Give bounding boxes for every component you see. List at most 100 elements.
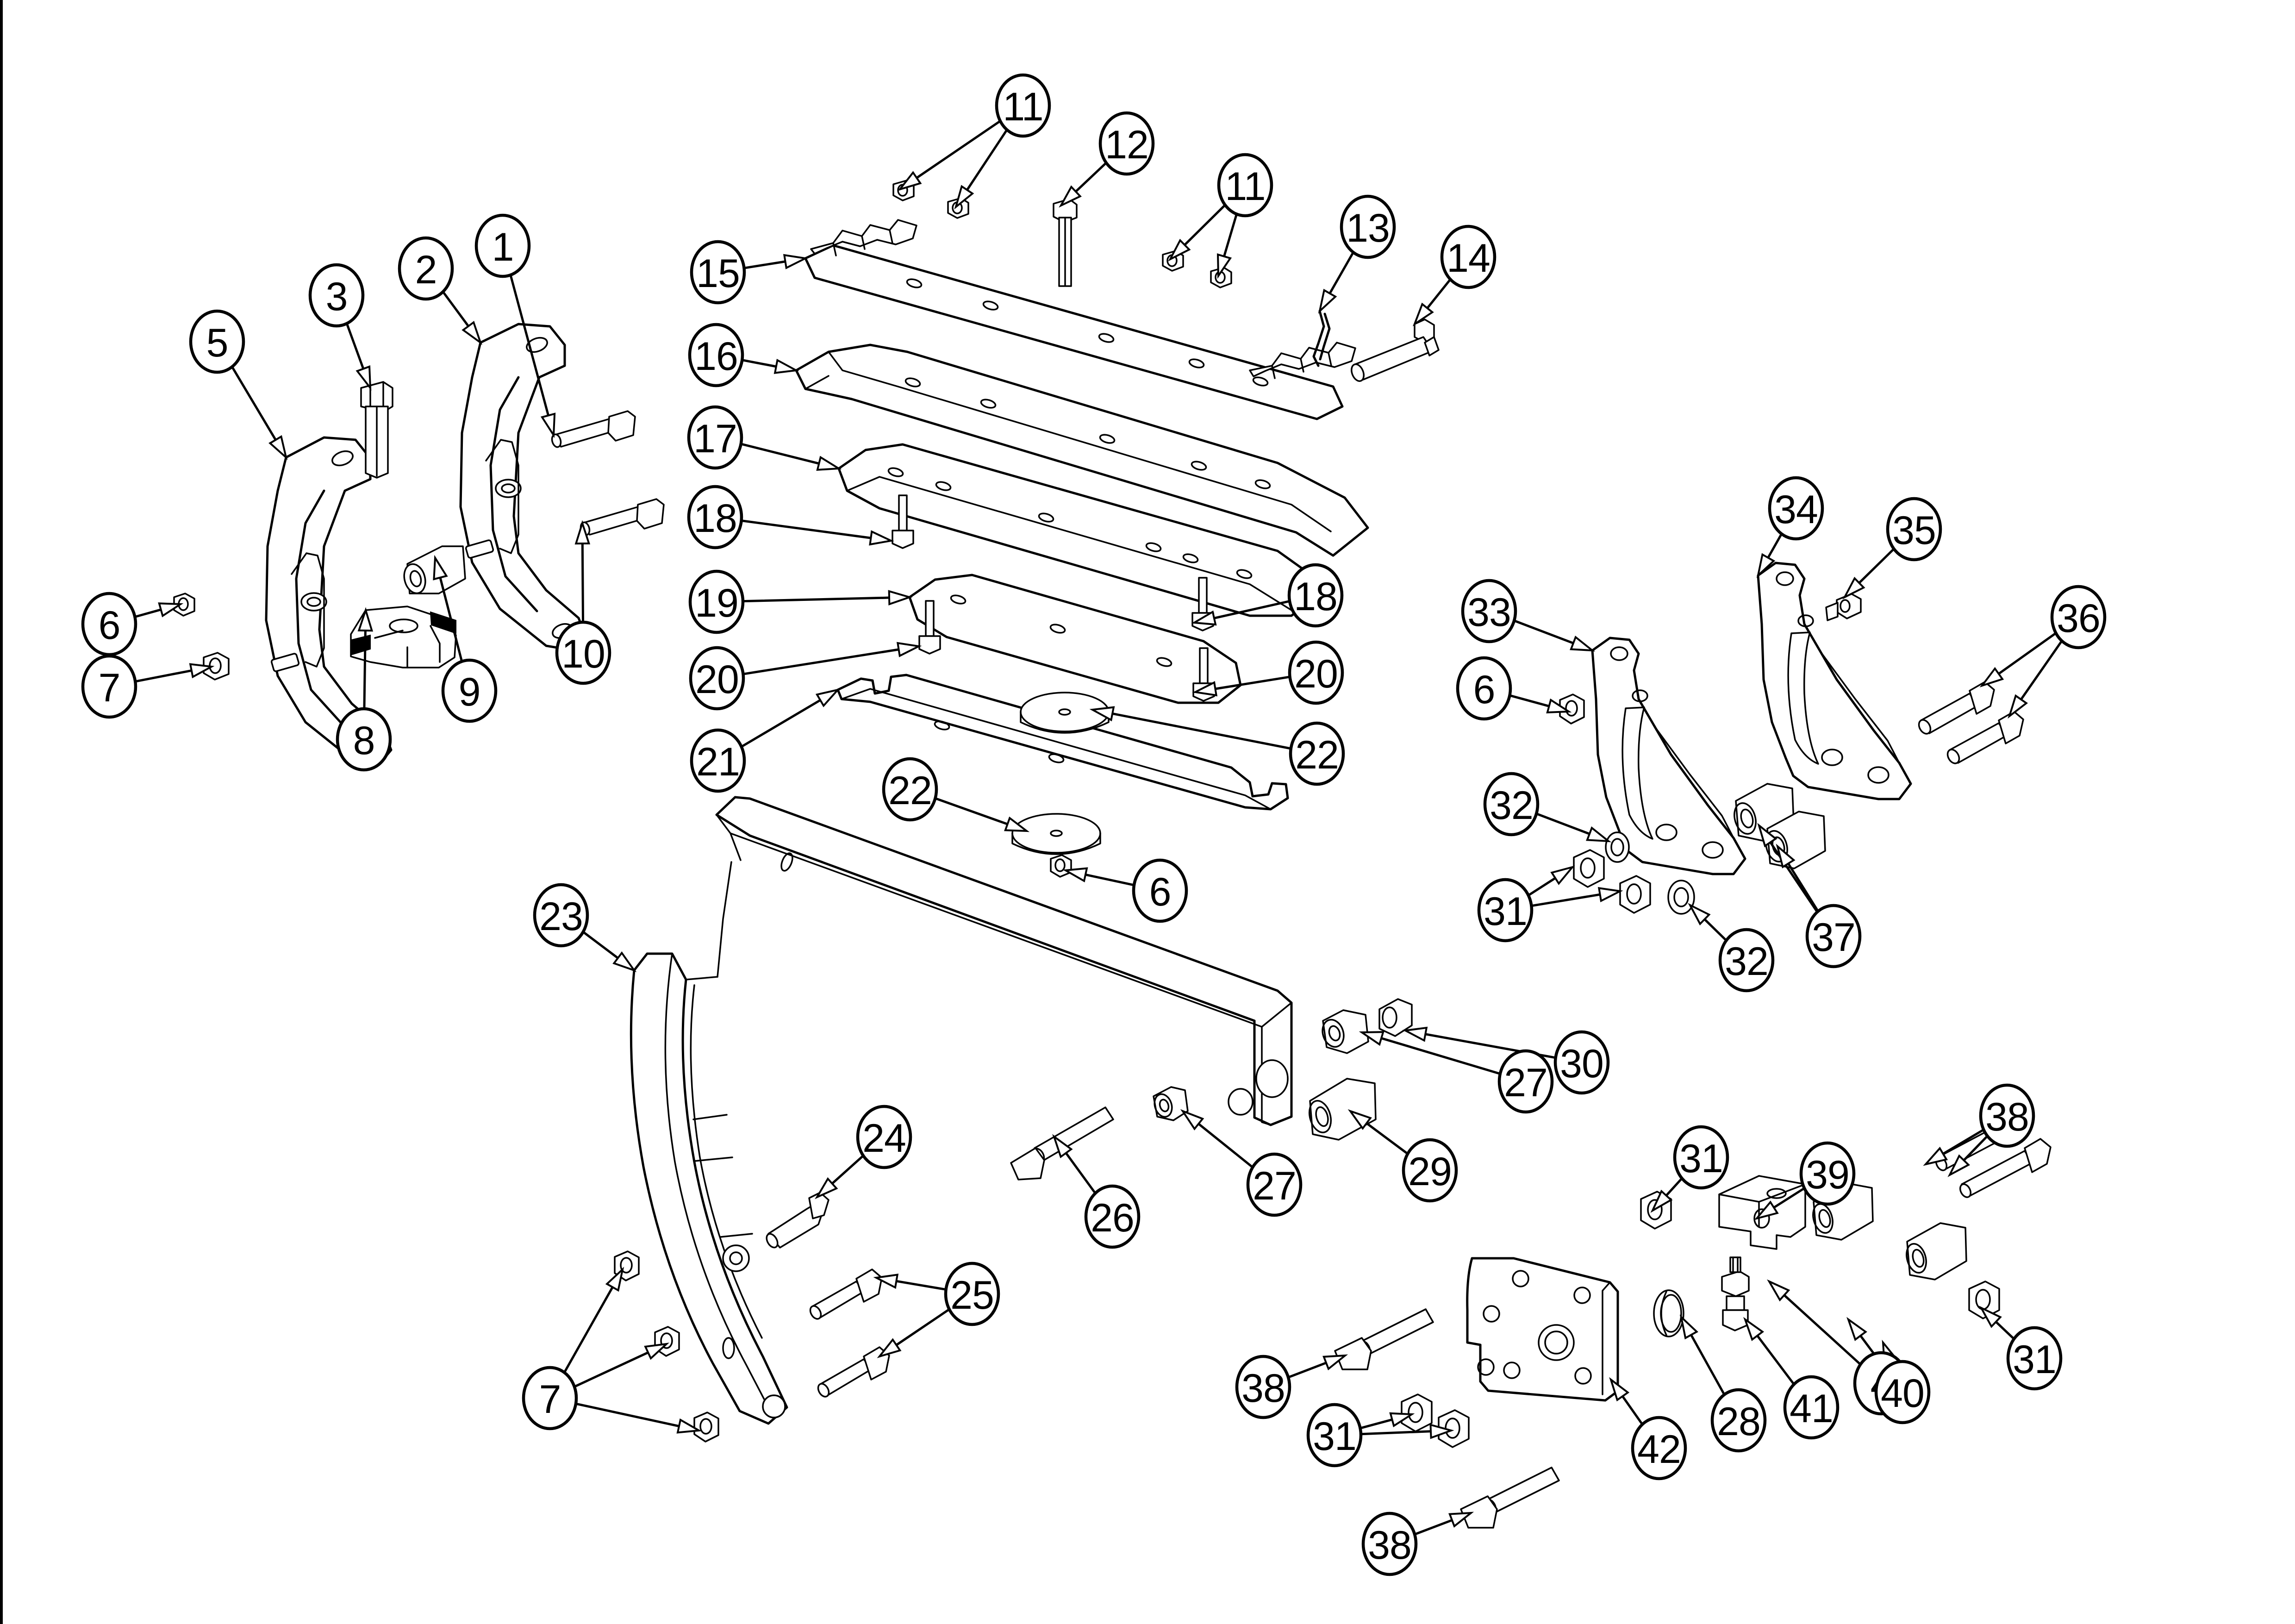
callout-bubble-27[interactable]: 27 (1246, 1152, 1303, 1217)
part-hex-bolt-long-12 (1053, 198, 1078, 287)
callout-number: 20 (1294, 652, 1338, 696)
callout-bubble-37[interactable]: 37 (1805, 904, 1862, 968)
leader-line (1074, 162, 1108, 193)
callout-bubble-7[interactable]: 7 (522, 1366, 578, 1430)
callout-circle (1805, 904, 1862, 968)
callout-bubble-38[interactable]: 38 (1235, 1355, 1291, 1419)
callout-bubble-6[interactable]: 6 (1132, 858, 1188, 923)
callout-bubble-6[interactable]: 6 (81, 592, 137, 656)
leader-line (1222, 212, 1238, 258)
callout-bubble-13[interactable]: 13 (1340, 194, 1396, 259)
callout-bubbles-layer: 1234566677891011121113141516171819182020… (81, 73, 2107, 1576)
callout-bubble-2[interactable]: 2 (398, 236, 454, 301)
callout-bubble-38[interactable]: 38 (1361, 1512, 1418, 1576)
callout-bubble-11[interactable]: 11 (995, 73, 1051, 138)
callout-circle (1783, 1375, 1840, 1440)
leader-line (581, 542, 585, 624)
callout-bubble-5[interactable]: 5 (189, 309, 245, 374)
callout-bubble-9[interactable]: 9 (441, 658, 498, 723)
leader-line (1535, 812, 1591, 835)
callout-number: 32 (1725, 939, 1768, 984)
callout-bubble-23[interactable]: 23 (533, 883, 589, 948)
leader-arrowhead (1754, 1200, 1779, 1220)
part-end-cover-plate-42 (1466, 1257, 1619, 1402)
part-hex-nut-31d (1401, 1393, 1433, 1432)
callout-bubble-6[interactable]: 6 (1456, 656, 1512, 721)
callout-bubble-31[interactable]: 31 (1306, 1403, 1363, 1468)
callout-number: 22 (888, 768, 932, 813)
part-carriage-bolt-18a (892, 494, 914, 549)
callout-circle (1084, 1184, 1141, 1249)
leader-arrowhead (1192, 681, 1218, 697)
callout-number: 36 (2057, 596, 2100, 641)
callout-bubble-1[interactable]: 1 (474, 213, 531, 278)
leader-arrowhead (1597, 887, 1623, 903)
callout-bubble-31[interactable]: 31 (1477, 878, 1534, 943)
callout-bubble-41[interactable]: 41 (1783, 1375, 1840, 1440)
callout-bubble-20[interactable]: 20 (1288, 640, 1344, 705)
callout-bubble-15[interactable]: 15 (690, 240, 746, 305)
callout-bubble-39[interactable]: 39 (1799, 1141, 1856, 1206)
callout-bubble-19[interactable]: 19 (688, 569, 745, 634)
leader-line (1365, 1122, 1409, 1155)
part-flanged-bushing-27a (1153, 1086, 1189, 1121)
callout-bubble-3[interactable]: 3 (308, 263, 365, 328)
callout-bubble-29[interactable]: 29 (1402, 1138, 1458, 1203)
part-flange-lock-nut-11d (1210, 267, 1232, 288)
part-hex-bolt-38b (1959, 1138, 2052, 1198)
callout-bubble-31[interactable]: 31 (2006, 1326, 2063, 1391)
callout-bubble-26[interactable]: 26 (1084, 1184, 1141, 1249)
callout-bubble-28[interactable]: 28 (1710, 1388, 1767, 1453)
callout-bubble-38[interactable]: 38 (1979, 1083, 2035, 1148)
callout-bubble-12[interactable]: 12 (1098, 111, 1155, 176)
callout-bubble-32[interactable]: 32 (1483, 772, 1540, 837)
callout-bubble-25[interactable]: 25 (944, 1262, 1000, 1326)
callout-circle (690, 728, 746, 793)
callout-number: 6 (99, 603, 120, 648)
callout-bubble-30[interactable]: 30 (1553, 1030, 1610, 1095)
callout-bubble-11[interactable]: 11 (1217, 153, 1273, 218)
callout-bubble-21[interactable]: 21 (690, 728, 746, 793)
leader-arrowhead (1359, 1031, 1384, 1046)
callout-bubble-18[interactable]: 18 (1287, 563, 1344, 628)
callout-bubble-22[interactable]: 22 (882, 757, 938, 822)
callout-bubble-31[interactable]: 31 (1673, 1125, 1729, 1190)
part-flanged-bushing-27b (1322, 1009, 1369, 1054)
callout-bubble-40[interactable]: 40 (1874, 1360, 1931, 1424)
leader-line (134, 669, 193, 683)
part-bushing-tube-29 (1309, 1078, 1377, 1141)
callout-bubble-32[interactable]: 32 (1718, 928, 1775, 993)
callout-bubble-35[interactable]: 35 (1886, 497, 1942, 562)
callout-bubble-16[interactable]: 16 (688, 323, 744, 387)
callout-circle (995, 73, 1051, 138)
callout-number: 34 (1774, 487, 1818, 532)
leader-line (574, 1402, 680, 1428)
leader-arrowhead (1004, 816, 1030, 832)
leader-arrowhead (1650, 1189, 1673, 1213)
part-hitch-pin-14 (1351, 319, 1440, 382)
leader-arrowhead (1217, 253, 1232, 279)
callout-bubble-36[interactable]: 36 (2050, 585, 2107, 650)
callout-bubble-17[interactable]: 17 (687, 405, 743, 470)
leader-arrowhead (1322, 1354, 1348, 1371)
callout-circle (1235, 1355, 1291, 1419)
callout-bubble-24[interactable]: 24 (856, 1105, 912, 1169)
callout-bubble-34[interactable]: 34 (1768, 476, 1824, 541)
callout-circle (1979, 1083, 2035, 1148)
part-clevis-pin-36a (1918, 681, 1995, 735)
callout-bubble-33[interactable]: 33 (1461, 579, 1517, 643)
leader-line (1997, 632, 2057, 675)
callout-bubble-20[interactable]: 20 (689, 646, 745, 711)
callout-bubble-42[interactable]: 42 (1631, 1416, 1687, 1480)
leader-line (1787, 862, 1820, 912)
callout-bubble-7[interactable]: 7 (81, 654, 137, 719)
callout-circle (1477, 878, 1534, 943)
callout-bubble-18[interactable]: 18 (687, 485, 743, 550)
callout-bubble-8[interactable]: 8 (336, 707, 392, 772)
callout-bubble-14[interactable]: 14 (1440, 225, 1497, 289)
callout-circle (336, 707, 392, 772)
part-seal-ring-28 (1653, 1289, 1684, 1337)
callout-bubble-27[interactable]: 27 (1497, 1049, 1554, 1114)
callout-bubble-10[interactable]: 10 (555, 620, 611, 685)
callout-bubble-22[interactable]: 22 (1289, 721, 1345, 786)
